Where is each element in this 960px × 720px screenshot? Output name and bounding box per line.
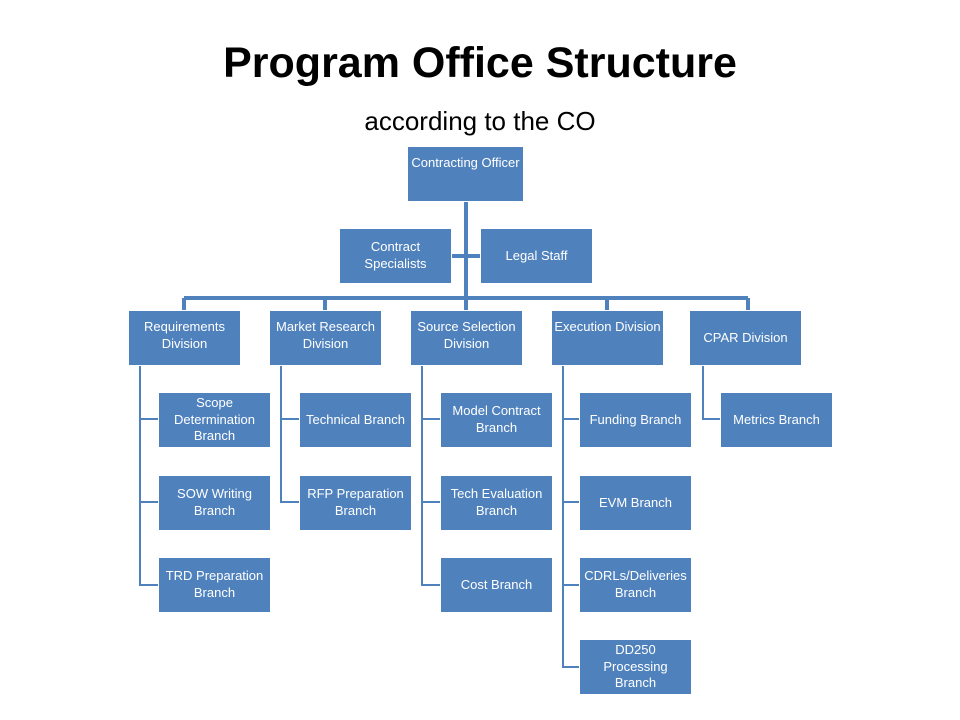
root-node: Contracting Officer — [407, 146, 524, 202]
division-node-label: CPAR Division — [703, 329, 788, 345]
branch-node: DD250 Processing Branch — [579, 639, 692, 695]
division-node: Source Selection Division — [410, 310, 523, 366]
branch-node-label: DD250 Processing Branch — [603, 641, 668, 691]
branch-node-label: Funding Branch — [589, 411, 682, 427]
division-node-label: Requirements Division — [144, 319, 225, 351]
branch-node-label: Cost Branch — [460, 576, 533, 592]
division-node: CPAR Division — [689, 310, 802, 366]
division-node-label: Source Selection Division — [417, 319, 516, 351]
branch-node: Scope Determination Branch — [158, 392, 271, 448]
branch-node-label: EVM Branch — [599, 494, 672, 510]
page-title: Program Office Structure — [223, 39, 737, 87]
branch-connector — [421, 364, 440, 586]
assistant-node: Legal Staff — [480, 228, 593, 284]
branch-node: Tech Evaluation Branch — [440, 475, 553, 531]
branch-node: SOW Writing Branch — [158, 475, 271, 531]
branch-node: Model Contract Branch — [440, 392, 553, 448]
assistant-node-label: Contract Specialists — [364, 239, 427, 271]
branch-node: Cost Branch — [440, 557, 553, 613]
division-node: Execution Division — [551, 310, 664, 366]
branch-node: EVM Branch — [579, 475, 692, 531]
branch-node-label: TRD Preparation Branch — [165, 568, 264, 600]
branch-node-label: Scope Determination Branch — [174, 394, 255, 444]
branch-node-label: SOW Writing Branch — [177, 486, 252, 518]
page-subtitle: according to the CO — [364, 106, 596, 136]
branch-node: CDRLs/Deliveries Branch — [579, 557, 692, 613]
branch-node: RFP Preparation Branch — [299, 475, 412, 531]
branch-node-label: Model Contract Branch — [452, 403, 541, 435]
branch-node-label: RFP Preparation Branch — [307, 486, 404, 518]
division-node: Market Research Division — [269, 310, 382, 366]
division-node: Requirements Division — [128, 310, 241, 366]
branch-node: Technical Branch — [299, 392, 412, 448]
branch-connector — [139, 364, 158, 586]
branch-connector — [562, 364, 579, 668]
branch-node-label: CDRLs/Deliveries Branch — [584, 568, 687, 600]
branch-node: Metrics Branch — [720, 392, 833, 448]
root-node-label: Contracting Officer — [411, 155, 520, 170]
division-node-label: Execution Division — [554, 319, 661, 334]
division-node-label: Market Research Division — [276, 319, 375, 351]
assistant-node-label: Legal Staff — [505, 247, 568, 263]
assistant-node: Contract Specialists — [339, 228, 452, 284]
branch-connector — [702, 364, 720, 420]
branch-connector — [280, 364, 299, 503]
branch-node: Funding Branch — [579, 392, 692, 448]
branch-node-label: Metrics Branch — [733, 411, 820, 427]
branch-node-label: Tech Evaluation Branch — [450, 486, 543, 518]
branch-node: TRD Preparation Branch — [158, 557, 271, 613]
branch-node-label: Technical Branch — [306, 411, 405, 427]
